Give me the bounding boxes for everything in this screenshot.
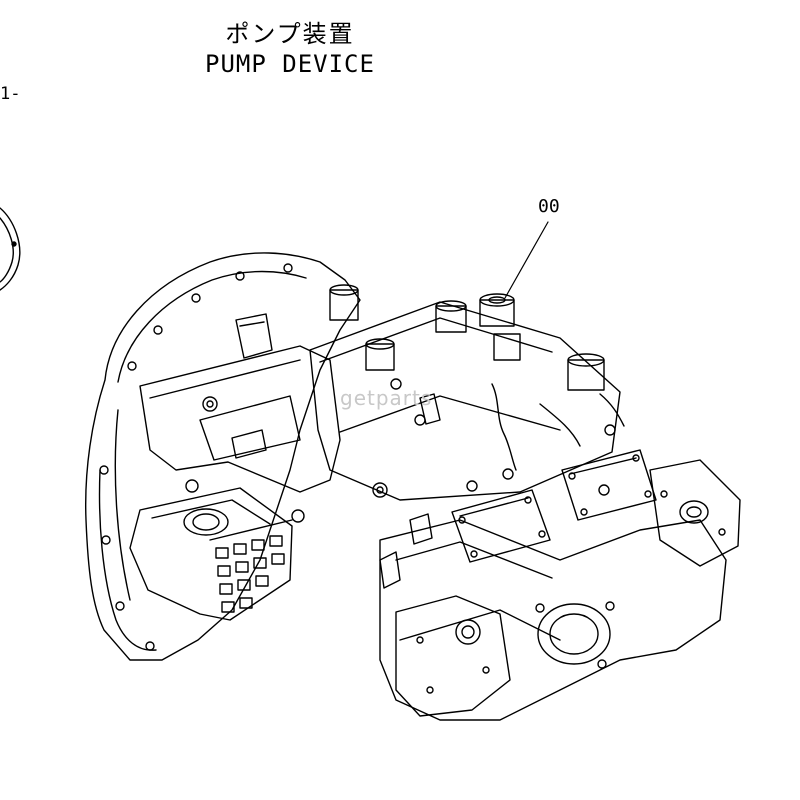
- page-marker: 1-: [0, 84, 21, 104]
- pump-main-body: [140, 346, 340, 492]
- diagram-title-en: PUMP DEVICE: [205, 50, 375, 78]
- gear-pump-assembly: [130, 480, 304, 620]
- callout-label-00: 00: [538, 196, 560, 217]
- solenoid-cover-plates: [452, 450, 656, 562]
- diagram-title-jp: ポンプ装置: [225, 20, 355, 48]
- watermark: getparts: [340, 386, 433, 410]
- rear-pump-casing: [380, 460, 740, 720]
- flywheel-housing: [86, 253, 360, 660]
- regulator-valve-block: [310, 285, 624, 500]
- edge-detail-fragment: [0, 208, 20, 290]
- callout-leader-line: [505, 222, 548, 298]
